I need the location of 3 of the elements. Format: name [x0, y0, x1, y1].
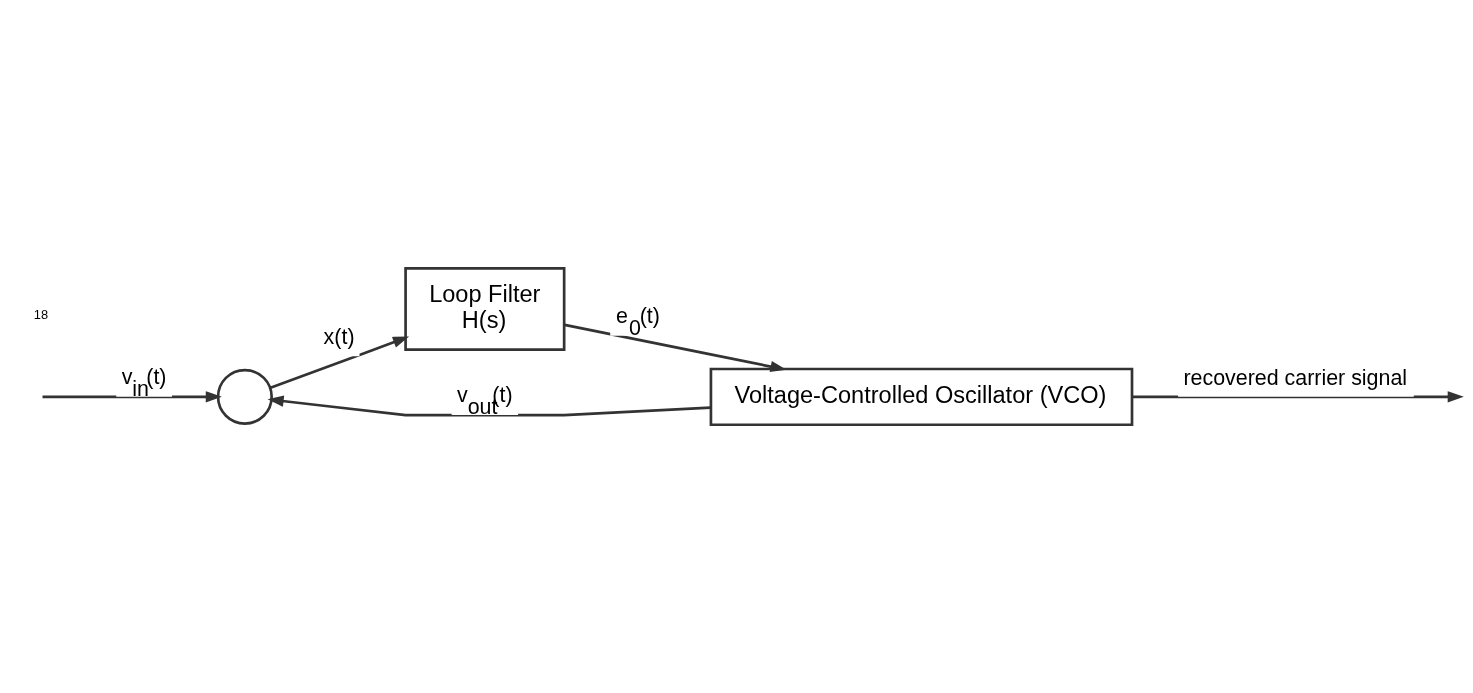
- edge-label: recovered carrier signal: [1183, 366, 1408, 391]
- edge-label: x(t): [323, 325, 355, 350]
- label: 18: [33, 306, 49, 322]
